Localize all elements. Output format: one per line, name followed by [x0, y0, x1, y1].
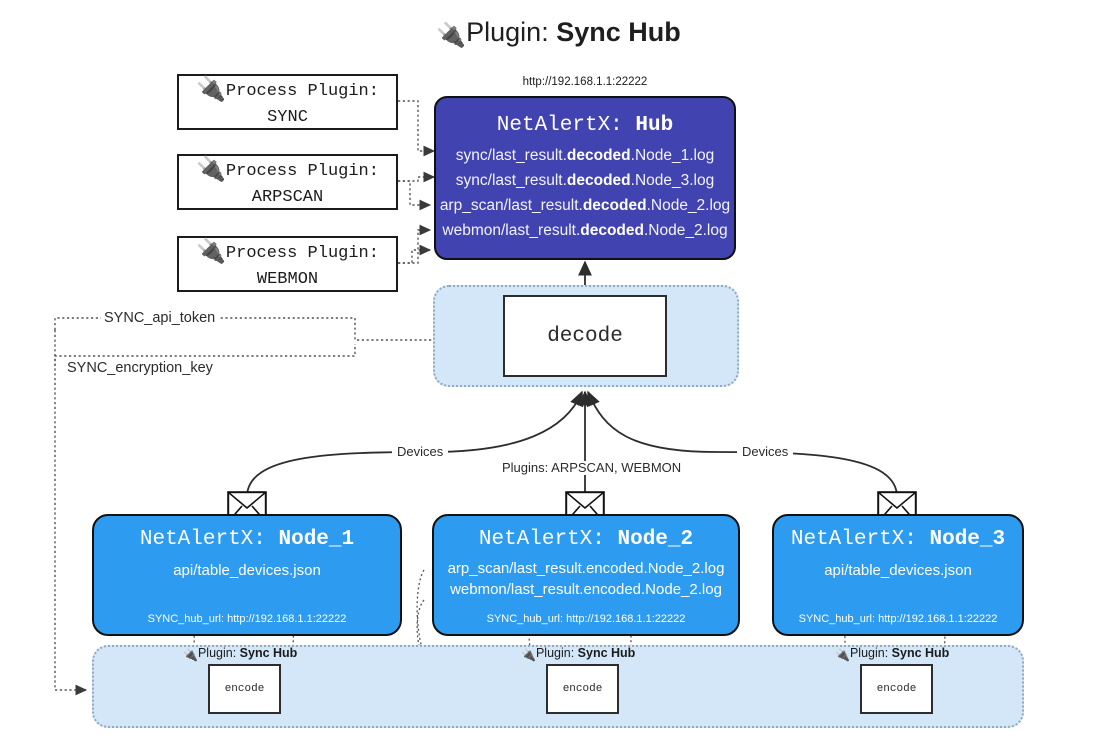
plug-icon: 🔌 [436, 22, 467, 49]
node-footer: SYNC_hub_url: http://192.168.1.1:22222 [798, 613, 998, 625]
hub-title: NetAlertX: Hub [496, 114, 674, 137]
node-2[interactable]: NetAlertX: Node_2 arp_scan/last_result.e… [432, 514, 740, 636]
encode-label: encode [562, 683, 603, 695]
node-line: arp_scan/last_result.encoded.Node_2.log [447, 560, 725, 577]
page-title-name: Sync Hub [556, 17, 681, 47]
edge-label-center-plugins: Plugins: ARPSCAN, WEBMON [497, 460, 687, 476]
encode-label: encode [224, 683, 265, 695]
encode-plugin-tag-1: 🔌Plugin: Sync Hub [183, 646, 298, 662]
encode-box-1[interactable]: encode [208, 664, 281, 714]
encode-box-2[interactable]: encode [546, 664, 619, 714]
page-title: 🔌Plugin: Sync Hub [0, 16, 1117, 49]
sync-api-token-label: SYNC_api_token [101, 310, 219, 326]
node-line: api/table_devices.json [824, 562, 972, 579]
edge-label-right-devices: Devices [737, 444, 794, 460]
hub-log-line: arp_scan/last_result.decoded.Node_2.log [439, 197, 731, 215]
hub-log-line: webmon/last_result.decoded.Node_2.log [442, 222, 728, 240]
hub-log-line: sync/last_result.decoded.Node_3.log [455, 172, 715, 190]
hub-url-label: http://192.168.1.1:22222 [522, 76, 648, 88]
hub-log-line: sync/last_result.decoded.Node_1.log [455, 147, 715, 164]
node-3[interactable]: NetAlertX: Node_3 api/table_devices.json… [772, 514, 1024, 636]
encode-plugin-tag-3: 🔌Plugin: Sync Hub [835, 646, 950, 662]
process-plugin-heading: 🔌Process Plugin: [196, 74, 379, 106]
process-plugin-value: WEBMON [256, 269, 319, 289]
process-plugin-value: SYNC [267, 107, 308, 127]
process-plugin-sync[interactable]: 🔌Process Plugin: SYNC [177, 74, 398, 130]
encode-label: encode [876, 683, 917, 695]
plug-icon: 🔌 [183, 648, 198, 662]
plug-icon: 🔌 [196, 158, 226, 186]
sync-encryption-key-label: SYNC_encryption_key [64, 360, 216, 376]
node-title: NetAlertX: Node_1 [139, 528, 355, 551]
decode-label: decode [547, 324, 623, 348]
encode-plugin-tag-2: 🔌Plugin: Sync Hub [521, 646, 636, 662]
plug-icon: 🔌 [835, 648, 850, 662]
hub-node[interactable]: NetAlertX: Hub sync/last_result.decoded.… [434, 96, 736, 260]
plug-icon: 🔌 [196, 78, 226, 106]
node-1[interactable]: NetAlertX: Node_1 api/table_devices.json… [92, 514, 402, 636]
node-line: api/table_devices.json [173, 562, 321, 579]
plug-icon: 🔌 [521, 648, 536, 662]
node-title: NetAlertX: Node_3 [790, 528, 1006, 551]
node-footer: SYNC_hub_url: http://192.168.1.1:22222 [147, 613, 347, 625]
encode-box-3[interactable]: encode [860, 664, 933, 714]
decode-box[interactable]: decode [503, 295, 667, 377]
node-title: NetAlertX: Node_2 [478, 528, 694, 551]
edge-label-left-devices: Devices [392, 444, 449, 460]
node-line: webmon/last_result.encoded.Node_2.log [450, 581, 722, 598]
process-plugin-value: ARPSCAN [251, 187, 324, 207]
node-footer: SYNC_hub_url: http://192.168.1.1:22222 [486, 613, 686, 625]
page-title-prefix: Plugin: [466, 17, 549, 47]
process-plugin-webmon[interactable]: 🔌Process Plugin: WEBMON [177, 236, 398, 292]
process-plugin-heading: 🔌Process Plugin: [196, 236, 379, 268]
process-plugin-arpscan[interactable]: 🔌Process Plugin: ARPSCAN [177, 154, 398, 210]
process-plugin-heading: 🔌Process Plugin: [196, 154, 379, 186]
plug-icon: 🔌 [196, 240, 226, 268]
